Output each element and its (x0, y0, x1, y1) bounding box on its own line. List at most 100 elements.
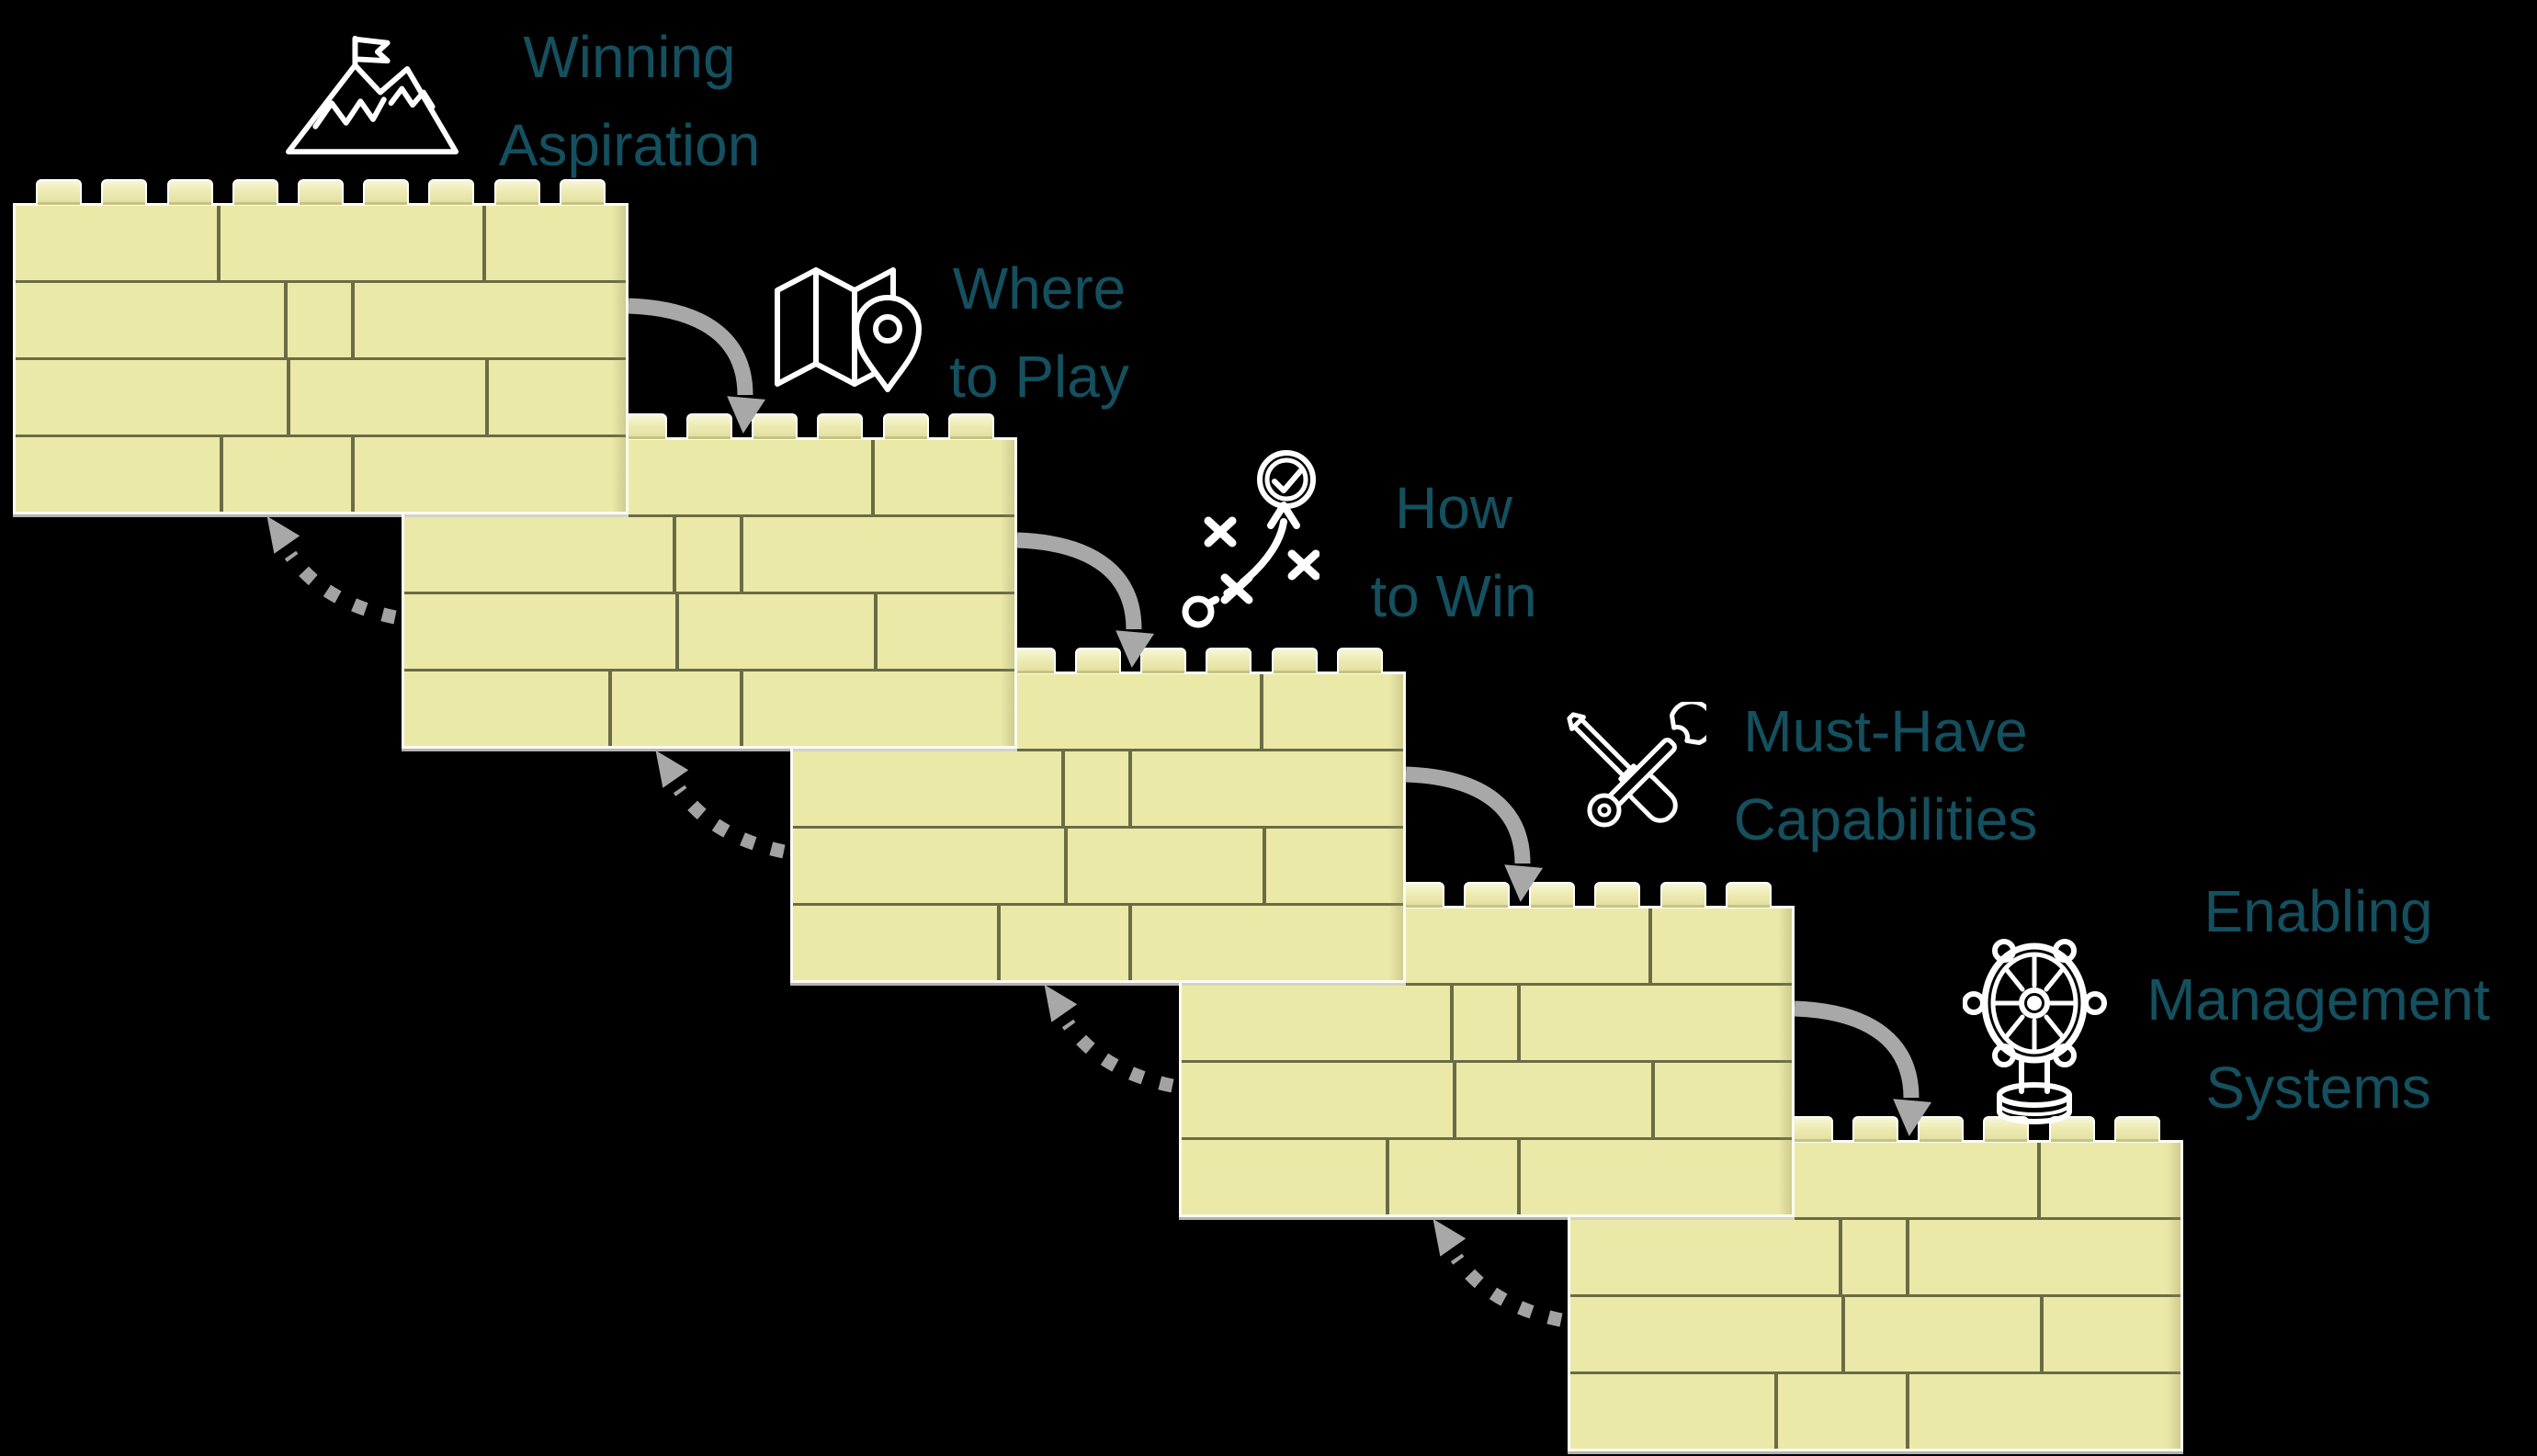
forward-arrow-3 (1405, 766, 1531, 864)
mortar-joint (220, 437, 224, 512)
strategy-play-icon (1182, 450, 1320, 628)
forward-arrow-2 (1016, 532, 1142, 630)
brick-step-3 (790, 648, 1406, 983)
stud (1140, 648, 1187, 673)
stud (428, 179, 475, 205)
mortar-joint (1648, 909, 1652, 983)
mortar-joint (485, 360, 490, 435)
mortar-joint (1064, 829, 1069, 903)
brick-step-2 (402, 413, 1017, 749)
brick-step-1 (13, 179, 629, 514)
stud (1463, 882, 1510, 908)
brick-row (793, 829, 1403, 906)
mortar-joint (351, 283, 356, 357)
label-line: How (1394, 475, 1513, 541)
label-line: Enabling (2203, 878, 2433, 944)
stud (559, 179, 606, 205)
brick-wall (13, 203, 629, 514)
label-line: Must-Have (1743, 698, 2028, 764)
mortar-joint (1128, 751, 1133, 826)
icon-enabling-management-systems (1962, 933, 2110, 1133)
mortar-joint (1841, 1297, 1846, 1371)
stud (1336, 648, 1383, 673)
brick-row (1182, 986, 1792, 1063)
stud (1594, 882, 1641, 908)
stud (232, 179, 278, 205)
label-line: Systems (2205, 1055, 2431, 1121)
brick-row (793, 751, 1403, 829)
mortar-joint (1517, 986, 1522, 1060)
stud (2113, 1116, 2160, 1142)
mortar-joint (1906, 1374, 1910, 1449)
screwdriver-wrench-icon (1567, 699, 1716, 828)
mortar-joint (1259, 674, 1263, 749)
brick-wall (1179, 906, 1795, 1217)
brick-row (404, 672, 1014, 746)
stud (1074, 648, 1121, 673)
brick-wall (790, 672, 1406, 983)
mortar-joint (870, 440, 875, 514)
stud (752, 413, 798, 439)
stud (1659, 882, 1706, 908)
stud (1206, 648, 1252, 673)
label-line: Capabilities (1733, 786, 2038, 852)
mortar-joint (284, 283, 289, 357)
mortar-joint (287, 360, 291, 435)
feedback-arrow-3 (1061, 1019, 1174, 1093)
mortar-joint (1839, 1220, 1843, 1294)
step-label-5: Enabling Management Systems (2079, 867, 2537, 1132)
stud (101, 179, 148, 205)
ship-helm-icon (1962, 939, 2107, 1124)
mortar-joint (1263, 829, 1267, 903)
mortar-joint (217, 206, 221, 280)
brick-row (404, 517, 1014, 594)
stud (685, 413, 732, 439)
mortar-joint (1774, 1374, 1779, 1449)
forward-arrow-1 (628, 298, 753, 396)
mortar-joint (2040, 1297, 2044, 1371)
label-line: to Play (949, 344, 1129, 410)
stud (1918, 1116, 1965, 1142)
brick-row (1570, 1220, 2180, 1297)
mortar-joint (1517, 1140, 1522, 1214)
icon-winning-aspiration (283, 28, 463, 163)
feedback-arrow-2 (673, 784, 786, 859)
mortar-joint (675, 594, 680, 669)
mortar-joint (997, 906, 1002, 980)
stud (1529, 882, 1576, 908)
label-line: Where (952, 255, 1127, 322)
icon-where-to-play (768, 255, 929, 398)
mortar-joint (673, 517, 677, 592)
label-line: to Win (1370, 563, 1537, 629)
folded-map-location-pin-icon (775, 267, 922, 392)
stud (1271, 648, 1318, 673)
mortar-joint (1651, 1063, 1656, 1137)
mortar-joint (2036, 1143, 2041, 1217)
feedback-arrow-4 (1450, 1253, 1563, 1327)
step-label-2: Where to Play (800, 244, 1278, 421)
icon-how-to-win (1180, 448, 1320, 641)
stud (493, 179, 540, 205)
stud (620, 413, 667, 439)
mortar-joint (1386, 1140, 1390, 1214)
step-label-4: Must-Have Capabilities (1647, 687, 2124, 863)
step-label-3: How to Win (1215, 464, 1693, 640)
label-line: Aspiration (498, 112, 761, 178)
brick-row (16, 437, 626, 512)
studs-row (17, 179, 625, 205)
forward-arrow-4 (1794, 1000, 1920, 1099)
brick-row (404, 594, 1014, 672)
brick-row (1182, 1140, 1792, 1214)
stud (817, 413, 864, 439)
stud (36, 179, 83, 205)
stud (947, 413, 994, 439)
label-line: Management (2146, 966, 2490, 1033)
brick-row (793, 906, 1403, 980)
step-label-1: Winning Aspiration (391, 13, 868, 189)
mortar-joint (1906, 1220, 1910, 1294)
stud (1725, 882, 1772, 908)
mortar-joint (740, 672, 744, 746)
mortar-joint (351, 437, 356, 512)
mountain-flag-icon (286, 35, 459, 155)
